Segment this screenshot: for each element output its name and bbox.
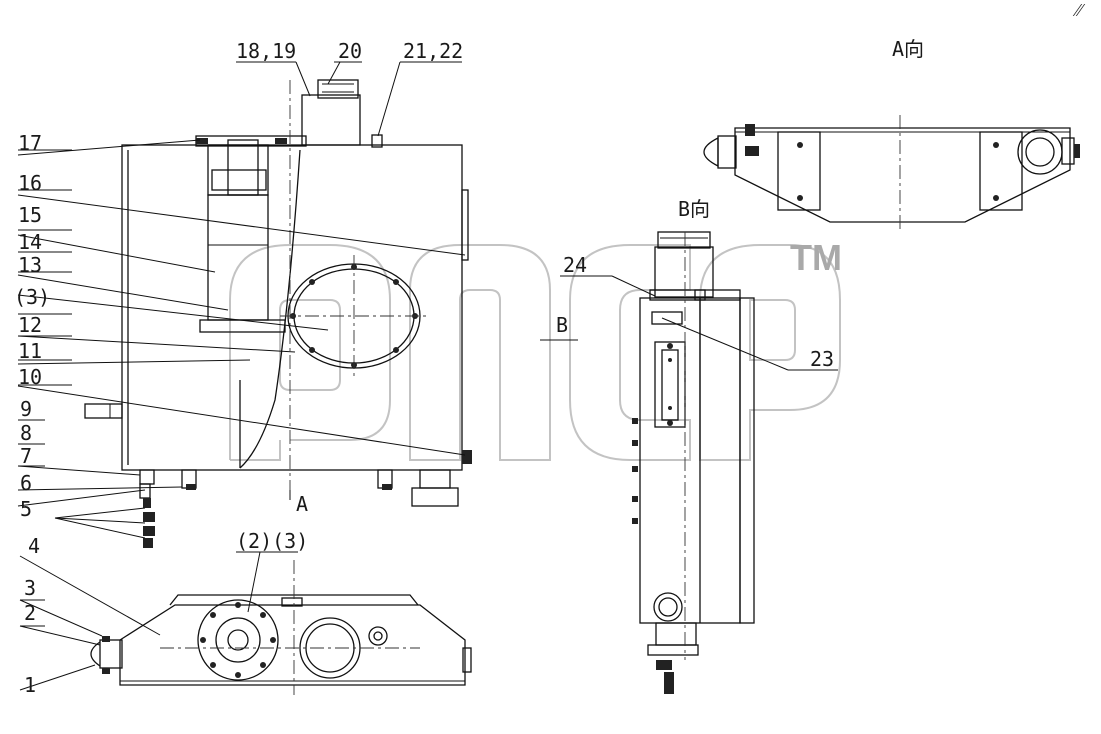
callout-1: 1 <box>24 673 36 697</box>
watermark-trademark: TM <box>790 237 842 278</box>
callout-16: 16 <box>18 171 42 195</box>
corner-mark: ⁄⁄ <box>1072 0 1086 21</box>
callout-17: 17 <box>18 131 42 155</box>
callout-2: 2 <box>24 601 36 625</box>
callout-13: 13 <box>18 253 42 277</box>
callout-24: 24 <box>563 253 587 277</box>
callout-21-22: 21,22 <box>403 39 463 63</box>
callout-3: 3 <box>24 576 36 600</box>
callout-2-3: (2)(3) <box>236 529 308 553</box>
callout-10: 10 <box>18 365 42 389</box>
callout-23: 23 <box>810 347 834 371</box>
view-a <box>703 115 1080 232</box>
front-view <box>84 79 472 548</box>
leader-lines-front <box>17 61 466 539</box>
bottom-view <box>90 560 472 695</box>
section-mark-b: B <box>556 313 568 337</box>
callout-14: 14 <box>18 230 42 254</box>
callout-5: 5 <box>20 497 32 521</box>
view-a-title: A向 <box>892 37 924 61</box>
callout-4: 4 <box>28 534 40 558</box>
callout-12: 12 <box>18 313 42 337</box>
callout-6: 6 <box>20 471 32 495</box>
callout-18-19: 18,19 <box>236 39 296 63</box>
callout-9: 9 <box>20 397 32 421</box>
side-view-b <box>632 231 755 694</box>
callout-3-paren: (3) <box>14 285 50 309</box>
section-mark-a: A <box>296 492 308 516</box>
callout-7: 7 <box>20 444 32 468</box>
leader-lines-bottom <box>19 551 298 691</box>
callout-20: 20 <box>338 39 362 63</box>
callout-8: 8 <box>20 421 32 445</box>
callout-11: 11 <box>18 339 42 363</box>
view-b-title: B向 <box>678 197 710 221</box>
leader-lines-side <box>540 275 838 371</box>
callout-15: 15 <box>18 203 42 227</box>
